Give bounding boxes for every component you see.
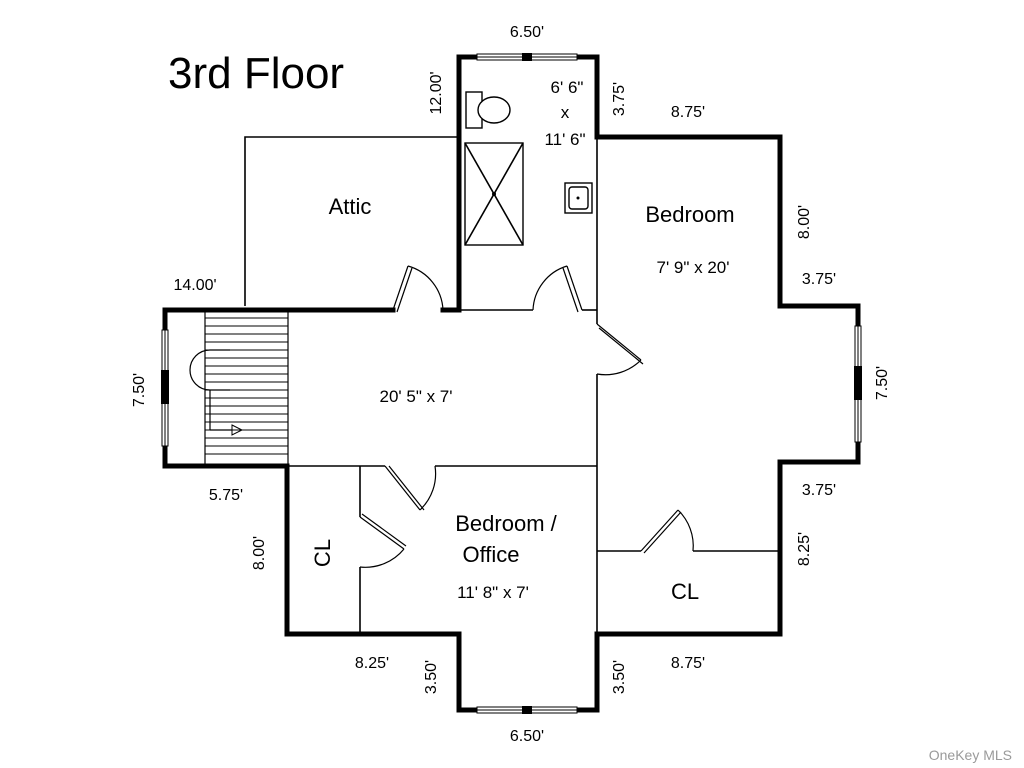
door-bedroom: [596, 323, 644, 376]
dim-bath-right: 3.75': [611, 82, 628, 116]
office-label-line1: Bedroom /: [455, 511, 557, 536]
dim-bath-left: 12.00': [428, 71, 445, 114]
dim-bedroom-step-upper: 3.75': [802, 271, 836, 288]
office-label-line2: Office: [462, 542, 519, 567]
bath-size-line1: 6' 6": [551, 78, 584, 97]
door-closet-right: [640, 509, 694, 554]
toilet-icon: [465, 91, 511, 129]
dim-bottom-right: 8.75': [671, 655, 705, 672]
dim-stair-bottom: 5.75': [209, 487, 243, 504]
dim-right-bay: 7.50': [874, 366, 891, 400]
dim-bottom-width: 6.50': [510, 728, 544, 745]
watermark: OneKey MLS: [929, 747, 1012, 763]
hall-size: 20' 5" x 7': [379, 387, 452, 406]
closet-left-label: CL: [310, 539, 335, 567]
office-size: 11' 8" x 7': [457, 583, 529, 602]
interior-walls: [244, 136, 780, 634]
sink-icon: [564, 182, 593, 214]
floor-title: 3rd Floor: [168, 49, 344, 98]
dim-left-bay: 7.50': [131, 373, 148, 407]
window-right: [854, 325, 862, 443]
dim-bedroom-step-lower: 3.75': [802, 482, 836, 499]
dim-bottom-left-inner: 3.50': [423, 660, 440, 694]
dim-attic-left: 14.00': [173, 277, 216, 294]
door-attic: [392, 265, 444, 313]
door-office: [384, 465, 437, 511]
window-top: [476, 53, 578, 61]
shower-icon: [464, 142, 524, 246]
attic-label: Attic: [329, 194, 372, 219]
door-closet-left: [359, 513, 407, 568]
bedroom-size: 7' 9" x 20': [656, 258, 729, 277]
closet-right-label: CL: [671, 579, 699, 604]
window-bottom: [476, 706, 578, 714]
dim-bedroom-right-upper: 8.00': [796, 205, 813, 239]
dim-closet-left-side: 8.00': [251, 536, 268, 570]
door-bath: [532, 265, 583, 313]
dim-bottom-right-inner: 3.50': [611, 660, 628, 694]
bath-size-line3: 11' 6": [544, 130, 585, 149]
stairs-icon: [189, 310, 289, 466]
dim-closet-right-side: 8.25': [796, 532, 813, 566]
bedroom-label: Bedroom: [645, 202, 734, 227]
dim-top-width: 6.50': [510, 24, 544, 41]
bath-size-line2: x: [561, 103, 570, 122]
window-left: [161, 329, 169, 447]
dim-bottom-left: 8.25': [355, 655, 389, 672]
dim-bedroom-top: 8.75': [671, 104, 705, 121]
